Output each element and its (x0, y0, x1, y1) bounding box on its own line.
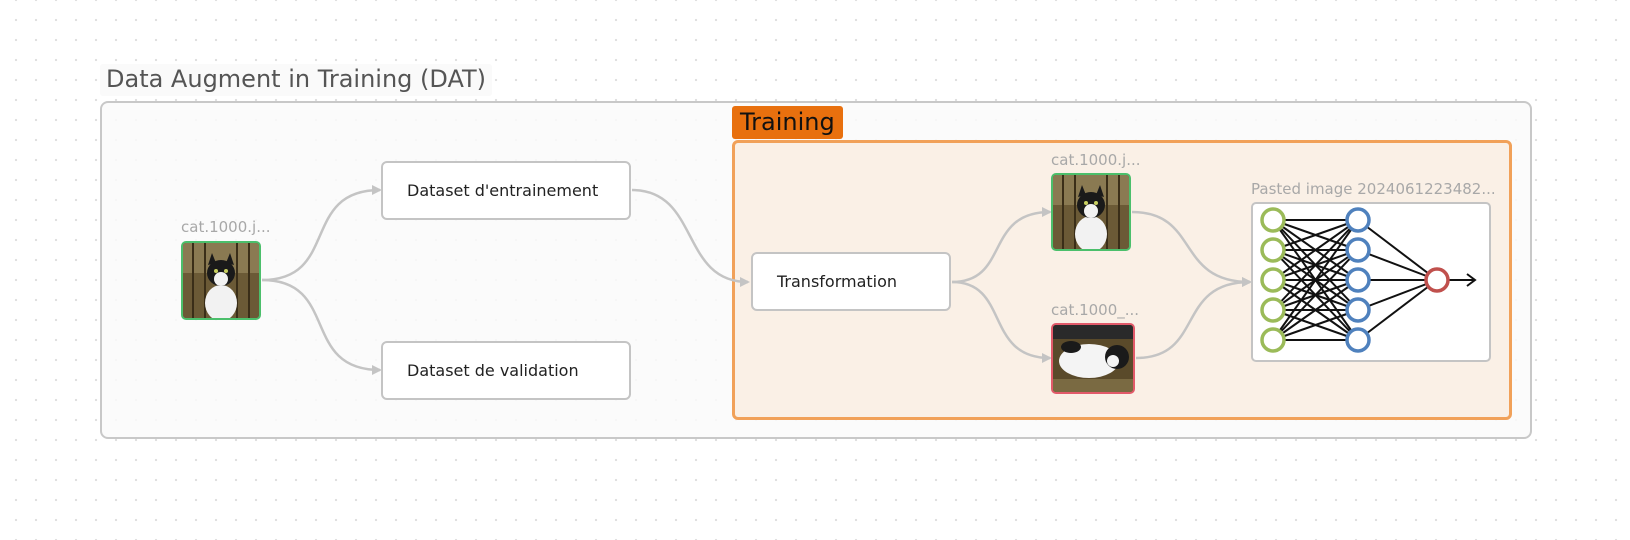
edge-image-to-train (261, 185, 382, 282)
neural-network-diagram (1260, 207, 1477, 353)
transformation-node[interactable]: Transformation (751, 252, 951, 311)
augmented-original-filename: cat.1000.j... (1051, 151, 1141, 169)
edge-transformation-to-original (951, 207, 1052, 284)
augmented-original-node[interactable] (1051, 173, 1131, 251)
nn-input-neuron (1260, 237, 1286, 263)
train-dataset-node[interactable]: Dataset d'entrainement (381, 161, 631, 220)
val-dataset-node[interactable]: Dataset de validation (381, 341, 631, 400)
nn-input-neuron (1260, 267, 1286, 293)
edge-image-to-val (261, 278, 382, 375)
nn-input-neuron (1260, 207, 1286, 233)
edge-original-to-model (1131, 210, 1252, 287)
input-image-filename: cat.1000.j... (181, 218, 271, 236)
nn-hidden-neuron (1345, 267, 1371, 293)
nn-hidden-neuron (1345, 327, 1371, 353)
edge-transformed-to-model (1135, 277, 1252, 360)
cat-photo-icon (1053, 175, 1129, 249)
transformation-label: Transformation (777, 272, 898, 291)
augmented-transformed-filename: cat.1000_... (1051, 301, 1140, 319)
train-dataset-label: Dataset d'entrainement (407, 181, 599, 200)
rotated-cat-photo-icon (1053, 325, 1133, 392)
training-label: Training (732, 106, 843, 139)
model-image-filename: Pasted image 2024061223482... (1251, 180, 1496, 198)
input-image-node[interactable] (181, 241, 261, 320)
nn-input-neuron (1260, 327, 1286, 353)
group-title: Data Augment in Training (DAT) (100, 64, 493, 96)
nn-hidden-neuron (1345, 237, 1371, 263)
val-dataset-label: Dataset de validation (407, 361, 579, 380)
model-image-node[interactable] (1251, 202, 1491, 362)
edge-transformation-to-transformed (951, 280, 1052, 363)
nn-output-neuron (1424, 267, 1450, 293)
nn-input-neuron (1260, 297, 1286, 323)
cat-photo-icon (183, 243, 259, 318)
nn-hidden-neuron (1345, 207, 1371, 233)
edge-train-to-transformation (631, 188, 750, 287)
augmented-transformed-node[interactable] (1051, 323, 1135, 394)
nn-hidden-neuron (1345, 297, 1371, 323)
